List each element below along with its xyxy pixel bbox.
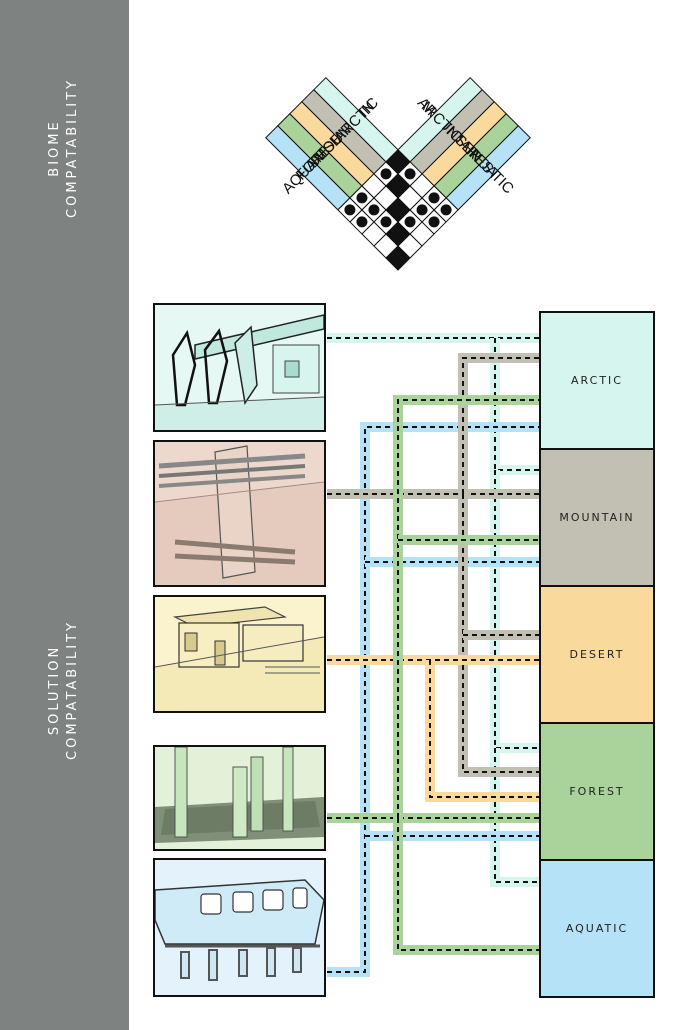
biome-box-desert: DESERT — [539, 585, 655, 724]
forest-stilt-platform-icon — [155, 747, 324, 843]
matrix-dot — [440, 204, 452, 216]
connector-dash — [462, 494, 539, 773]
matrix-dot — [428, 216, 440, 228]
solution-panel-aquatic — [153, 858, 326, 997]
biome-box-label: ARCTIC — [571, 374, 623, 387]
arctic-canopy-structure-icon — [155, 314, 324, 430]
matrix-dot — [380, 168, 392, 180]
matrix-dot — [404, 216, 416, 228]
matrix-dot — [356, 216, 368, 228]
connector-dash — [397, 818, 539, 951]
desert-sunken-house-icon — [155, 606, 324, 711]
matrix-dot — [344, 204, 356, 216]
biome-box-label: FOREST — [569, 785, 625, 798]
mountain-cantilever-structure-icon — [155, 445, 324, 585]
aquatic-floating-vessel-icon — [155, 879, 324, 981]
biome-box-arctic: ARCTIC — [539, 311, 655, 450]
connector-dash — [494, 748, 539, 883]
biome-box-label: AQUATIC — [565, 922, 629, 935]
biome-box-label: DESERT — [569, 648, 625, 661]
connector-band — [490, 470, 539, 753]
biome-box-aquatic: AQUATIC — [539, 859, 655, 998]
connector-dash — [429, 660, 539, 798]
solution-panel-arctic — [153, 303, 326, 432]
matrix-dot — [416, 204, 428, 216]
matrix-dot — [404, 168, 416, 180]
matrix-dot — [368, 204, 380, 216]
connector-band — [393, 395, 539, 818]
matrix-cell — [385, 149, 411, 175]
connector-dash — [397, 399, 539, 818]
sidebar: BIOME COMPATABILITY SOLUTION COMPATABILI… — [0, 0, 129, 1030]
connector-dash — [327, 426, 539, 973]
biome-box-label: MOUNTAIN — [559, 511, 635, 524]
matrix-dot — [356, 192, 368, 204]
connector-dash — [462, 357, 539, 494]
connector-dash — [494, 470, 539, 749]
biome-compatibility-matrix: AQUATICFORESTDESERTMOUNTAINARCTICAQUATIC… — [265, 76, 531, 271]
matrix-dot — [380, 216, 392, 228]
solution-panel-mountain — [153, 440, 326, 587]
solution-panel-forest — [153, 745, 326, 851]
biome-box-forest: FOREST — [539, 722, 655, 861]
solution-panel-desert — [153, 595, 326, 713]
biome-box-mountain: MOUNTAIN — [539, 448, 655, 587]
matrix-dot — [428, 192, 440, 204]
